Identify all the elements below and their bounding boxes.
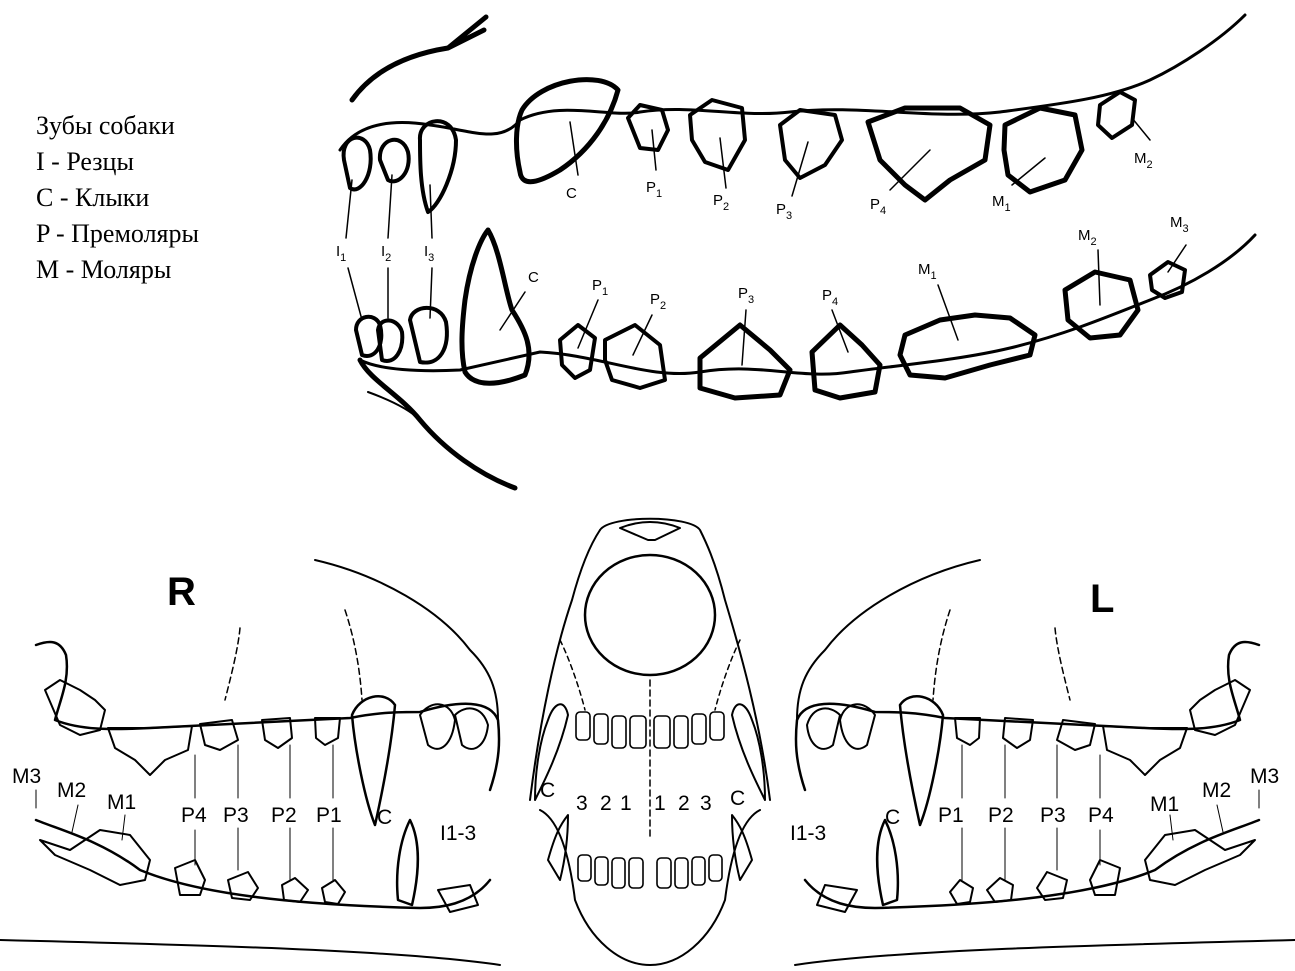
left-view xyxy=(795,560,1295,965)
left-label-p4: P4 xyxy=(1088,804,1114,827)
right-label-i1-3: I1-3 xyxy=(440,822,476,845)
left-label-m2: M2 xyxy=(1202,779,1231,802)
right-label-m2: M2 xyxy=(57,779,86,802)
left-label-c: C xyxy=(885,806,900,829)
front-label-3-left: 3 xyxy=(700,792,712,815)
front-label-3-right: 3 xyxy=(576,792,588,815)
front-view xyxy=(530,519,770,965)
right-label-p2: P2 xyxy=(271,804,297,827)
left-label-p3: P3 xyxy=(1040,804,1066,827)
left-label-p2: P2 xyxy=(988,804,1014,827)
left-side-letter: L xyxy=(1090,577,1114,621)
right-label-p4: P4 xyxy=(181,804,207,827)
right-label-m3: M3 xyxy=(12,765,41,788)
right-label-p1: P1 xyxy=(316,804,342,827)
front-label-c-left: C xyxy=(730,787,745,810)
front-label-2-right: 2 xyxy=(600,792,612,815)
left-label-i1-3: I1-3 xyxy=(790,822,826,845)
left-label-m1: M1 xyxy=(1150,793,1179,816)
right-label-p3: P3 xyxy=(223,804,249,827)
left-label-m3: M3 xyxy=(1250,765,1279,788)
left-label-p1: P1 xyxy=(938,804,964,827)
right-label-c: C xyxy=(377,806,392,829)
right-side-letter: R xyxy=(167,570,196,614)
front-label-1-left: 1 xyxy=(654,792,666,815)
front-label-1-right: 1 xyxy=(620,792,632,815)
front-label-c-right: C xyxy=(540,779,555,802)
right-label-m1: M1 xyxy=(107,791,136,814)
right-view xyxy=(0,560,500,965)
front-label-2-left: 2 xyxy=(678,792,690,815)
